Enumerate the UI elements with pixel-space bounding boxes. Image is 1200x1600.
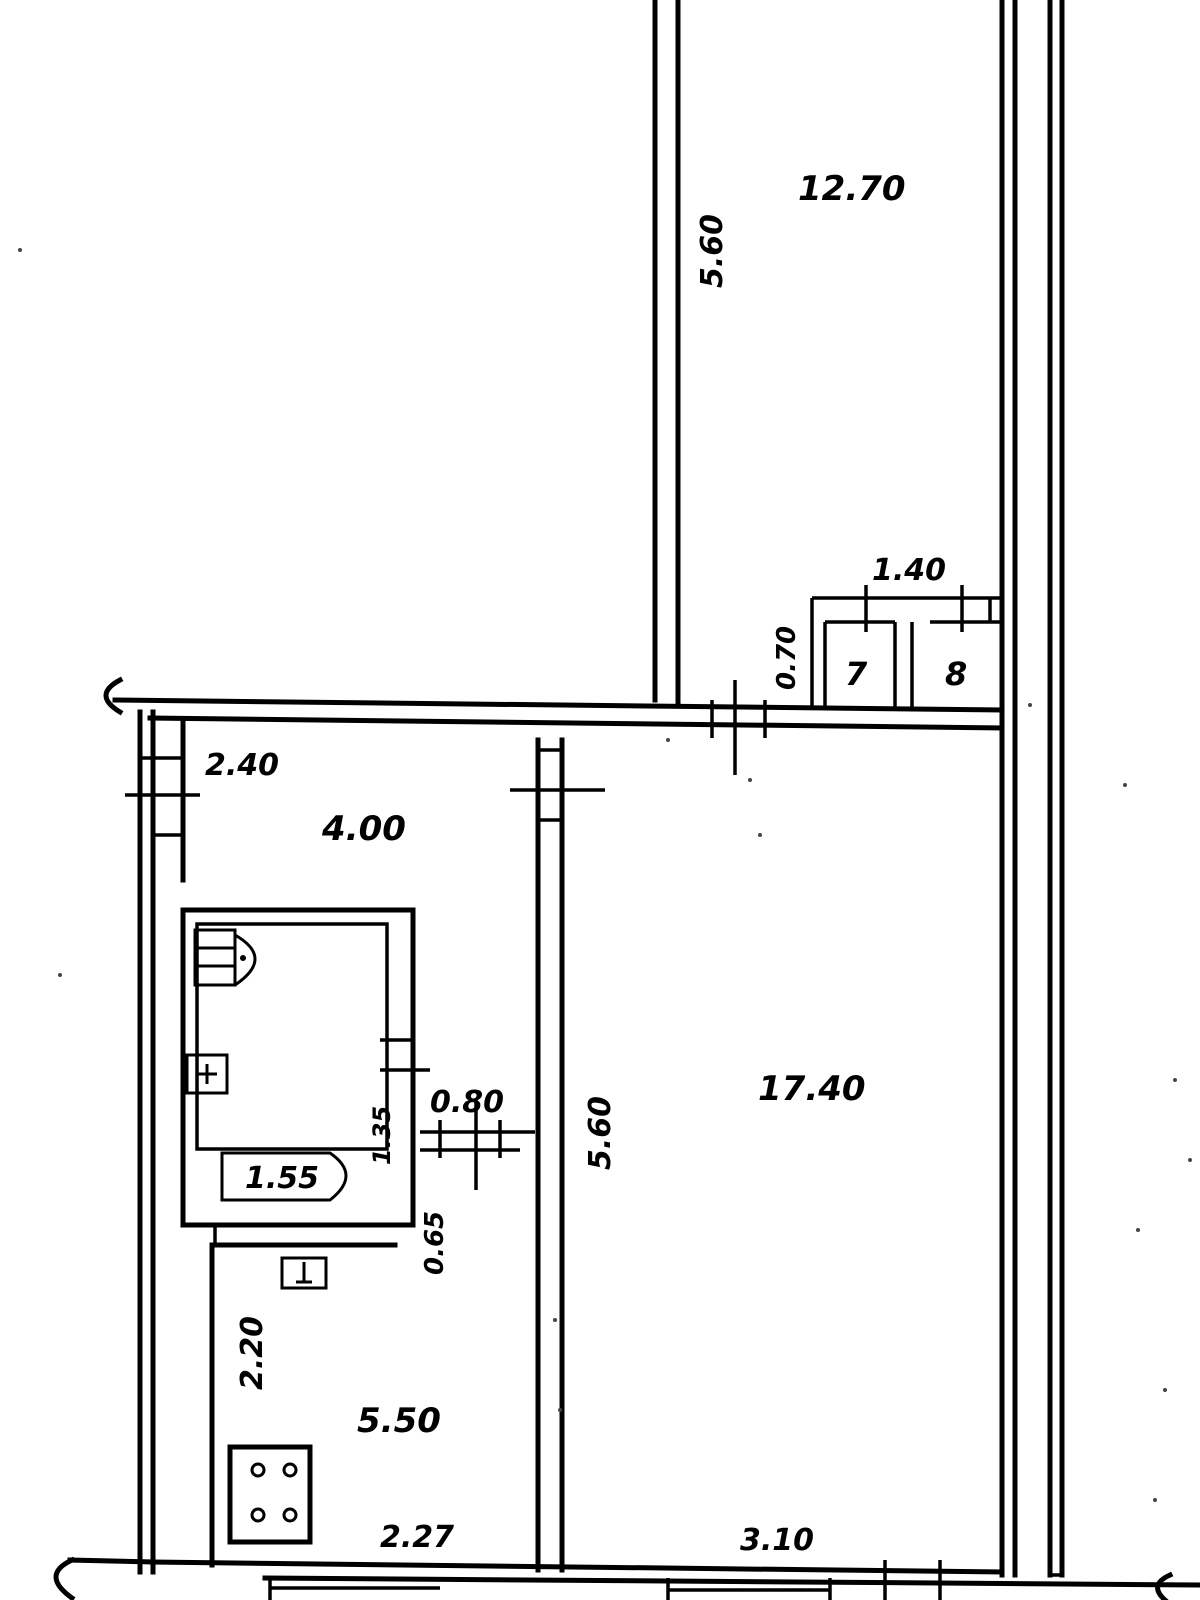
bath-offset: 0.65 bbox=[420, 1211, 450, 1275]
upper-room-length: 5.60 bbox=[695, 214, 730, 288]
hall-width: 2.40 bbox=[205, 748, 279, 783]
main-room-area: 17.40 bbox=[758, 1069, 866, 1109]
bathroom bbox=[180, 907, 535, 1245]
corridor-wall bbox=[103, 676, 1005, 775]
main-room-length: 5.60 bbox=[583, 1096, 618, 1170]
kitchen-length: 2.20 bbox=[235, 1316, 270, 1390]
kitchen-area: 5.50 bbox=[357, 1401, 441, 1441]
closet-7-number: 7 bbox=[845, 655, 868, 693]
kitchen bbox=[209, 1242, 398, 1568]
dimension-labels: 5.60 5.60 3.10 2.27 2.20 2.40 0.80 1.55 … bbox=[205, 214, 967, 1558]
room-labels: 12.70 17.40 4.00 5.50 bbox=[321, 169, 906, 1441]
hall-area: 4.00 bbox=[321, 809, 406, 849]
closet-8-number: 8 bbox=[945, 655, 967, 693]
bottom-wall bbox=[53, 1556, 1200, 1600]
closets bbox=[810, 585, 1002, 708]
kitchen-width: 2.27 bbox=[380, 1520, 454, 1555]
closet-depth: 0.70 bbox=[772, 626, 802, 690]
hall-walls bbox=[125, 709, 200, 1575]
scan-specks bbox=[18, 248, 1192, 1502]
central-partition bbox=[510, 737, 605, 1573]
closet-width: 1.40 bbox=[872, 553, 946, 588]
bath-length: 1.55 bbox=[245, 1161, 319, 1196]
bath-door-width: 0.80 bbox=[430, 1085, 504, 1120]
upper-room-walls bbox=[652, 0, 1065, 1578]
bath-side: 1.35 bbox=[368, 1106, 396, 1165]
upper-room-area: 12.70 bbox=[798, 169, 906, 209]
main-room-width: 3.10 bbox=[740, 1523, 814, 1558]
